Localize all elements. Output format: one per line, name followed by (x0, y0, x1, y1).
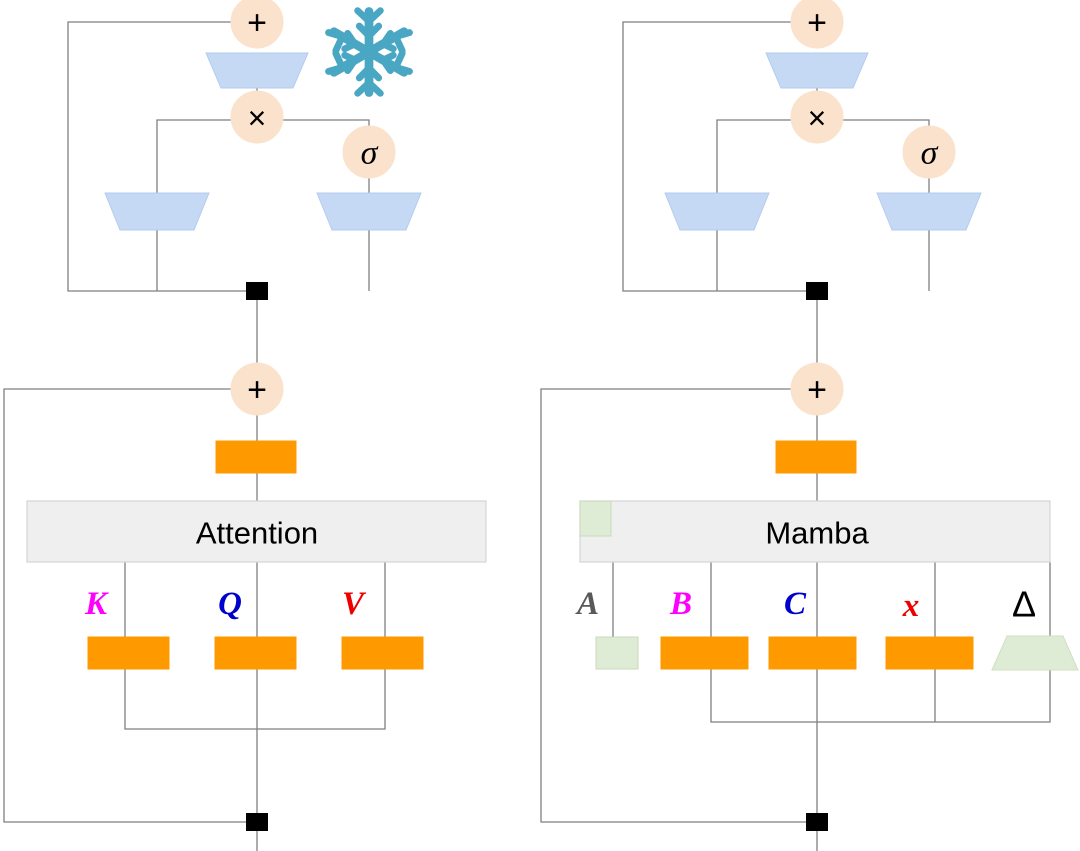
mamba-adapter-output (775, 440, 857, 474)
mamba-module-box (579, 500, 1051, 563)
mamba-output-projection (765, 52, 869, 89)
mamba-multiply-node (790, 90, 844, 144)
add-glyph-top: + (247, 4, 267, 42)
adapter-b (660, 636, 749, 670)
mamba-junction-node-top (806, 282, 828, 300)
attention-module-box (26, 500, 487, 563)
mamba-bottom-residual-wire (540, 388, 817, 823)
top-left-branch-wire (156, 119, 232, 291)
top-residual-wire (67, 21, 257, 292)
mamba-multiply-glyph: × (808, 100, 827, 136)
gate-projection-right (316, 192, 422, 231)
adapter-x (885, 636, 974, 670)
mamba-add-glyph-bottom: + (807, 371, 827, 409)
attention-top-block: σ × + (67, 0, 422, 363)
mamba-top-residual-wire (622, 21, 817, 292)
adapter-k (87, 636, 170, 670)
mamba-sigmoid-node (902, 125, 956, 179)
mamba-add-node-top (790, 0, 844, 49)
junction-node-bottom (246, 813, 268, 831)
adapter-q (214, 636, 297, 670)
add-glyph-bottom: + (247, 371, 267, 409)
mamba-top-block: σ × + (622, 0, 982, 363)
bottom-residual-wire (3, 388, 257, 823)
delta-discretization (991, 635, 1079, 671)
sigmoid-glyph: σ (361, 135, 379, 172)
adapter-v (341, 636, 424, 670)
attention-panel: σ × + (3, 0, 487, 851)
multiply-glyph: × (248, 100, 267, 136)
mamba-sigmoid-glyph: σ (921, 135, 939, 172)
ssm-param-a (595, 636, 639, 670)
mamba-module-label: Mamba (765, 516, 869, 551)
add-node-top (230, 0, 284, 49)
mamba-gate-projection-left (664, 192, 770, 231)
mamba-gate-projection-right (876, 192, 982, 231)
mamba-add-node-bottom (790, 362, 844, 416)
multiply-node (230, 90, 284, 144)
label-x: x (902, 588, 920, 624)
label-a: A (575, 586, 599, 622)
adapter-output (215, 440, 297, 474)
sigma-to-mult-wire (283, 119, 370, 126)
gate-projection-left (104, 192, 210, 231)
label-c: C (784, 586, 807, 622)
label-k: K (84, 586, 109, 622)
adapter-c (768, 636, 857, 670)
ssm-state-square-top (579, 500, 612, 537)
snowflake-icon (325, 7, 413, 97)
label-delta: Δ (1012, 584, 1036, 625)
mamba-junction-node-bottom (806, 813, 828, 831)
label-v: V (342, 586, 367, 622)
label-b: B (669, 586, 692, 622)
attention-bottom-block: Attention K Q V + (3, 362, 487, 851)
mamba-bottom-block: Mamba A B C x Δ + (540, 362, 1079, 851)
mamba-top-left-branch-wire (716, 119, 792, 291)
mamba-add-glyph-top: + (807, 4, 827, 42)
add-node-bottom (230, 362, 284, 416)
mamba-join-rail (710, 562, 1051, 723)
mamba-panel: σ × + (540, 0, 1079, 851)
label-q: Q (218, 586, 242, 622)
attention-module-label: Attention (196, 516, 318, 551)
mamba-sigma-to-mult-wire (843, 119, 930, 126)
output-projection (205, 52, 309, 89)
junction-node-top (246, 282, 268, 300)
sigmoid-node (342, 125, 396, 179)
